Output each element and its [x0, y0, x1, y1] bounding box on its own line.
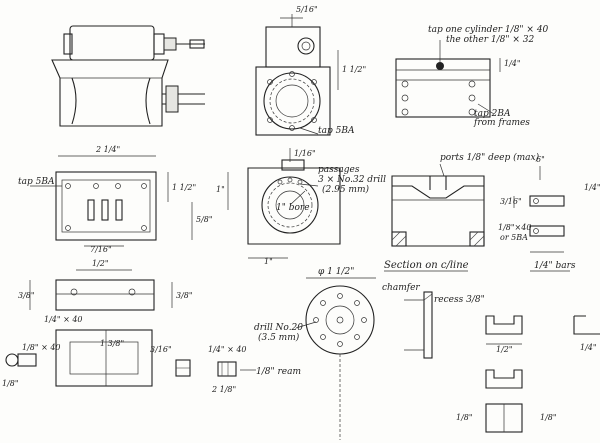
frame-view: 1 3/8" 3/16"	[55, 329, 172, 387]
dim-1-2-a: 1/2"	[92, 259, 109, 268]
dim-1-1-2-a: 1 1/2"	[342, 65, 366, 74]
tap-2ba-line1: tap 2BA	[474, 109, 511, 119]
cylinder-front-view: 5/16" 1 1/2" tap 5BA	[255, 5, 366, 136]
dim-1-4-bar: 1/4"	[584, 183, 600, 192]
dim-3-8-b: 3/8"	[176, 291, 193, 300]
assembly-side-view	[51, 25, 205, 127]
dim-5-16-top: 5/16"	[296, 5, 318, 14]
section-view: ports 1/8" deep (max) Section on c/line	[384, 152, 540, 272]
dim-3-8-a: 3/8"	[18, 291, 35, 300]
dim-2-1-4: 2 1/4"	[95, 145, 120, 154]
flange-disc-view: φ 1 1/2" drill No.20 (3.5 mm)	[254, 267, 376, 440]
dim-1-a: 1"	[216, 185, 225, 194]
drill-no20-line2: (3.5 mm)	[258, 332, 300, 343]
bar-details: 6" 3/16" 1/4" 1/8"×40 or 5BA 1/4" bars	[498, 155, 600, 272]
chamfer-recess-view: chamfer recess 3/8"	[382, 283, 485, 359]
bar-spec-1: 1/8"×40	[498, 223, 531, 232]
passages-line3: (2.95 mm)	[322, 184, 369, 195]
dim-1-4-a: 1/4"	[504, 59, 521, 68]
stacked-blocks: 1/2" 1/8" 1/8" 1/4"	[456, 315, 600, 433]
bore-label: 1" bore	[276, 203, 310, 213]
dim-6-bars: 6"	[536, 155, 545, 164]
cylinder-top-view: tap one cylinder 1/8" × 40 the other 1/8…	[395, 25, 549, 128]
dim-1-8-a: 1/8"	[2, 379, 19, 388]
recess-note: recess 3/8"	[434, 295, 485, 305]
dim-1-8-x-40: 1/8" × 40	[22, 343, 61, 352]
dim-1-b: 1"	[264, 257, 273, 266]
dim-3-16-b: 3/16"	[500, 197, 522, 206]
dim-1-1-2-b: 1 1/2"	[172, 183, 196, 192]
dim-1-16: 1/16"	[294, 149, 316, 158]
small-block-view: 1/2" 3/8" 3/8" 1/4" × 40	[18, 259, 193, 324]
ports-deep-note: ports 1/8" deep (max)	[440, 152, 540, 163]
dim-1-4-b: 1/4"	[580, 343, 597, 352]
tap-2ba-line2: from frames	[473, 118, 530, 128]
tap-2ba-note: tap 2BA from frames	[473, 109, 530, 128]
block-plan-view: 2 1/4" tap 5BA 1 1/2" 5/8" 7/16"	[18, 145, 213, 254]
passages-line1: passages	[318, 165, 360, 175]
ream-note: 1/8" ream	[256, 367, 301, 377]
tap-5ba-top-note: tap 5BA	[318, 126, 355, 136]
dim-1-3-8: 1 3/8"	[100, 339, 124, 348]
the-other-note: the other 1/8" × 32	[446, 35, 535, 45]
dim-7-16: 7/16"	[90, 245, 112, 254]
bars-label: 1/4" bars	[534, 261, 576, 271]
chamfer-note: chamfer	[382, 283, 420, 293]
drill-no20-line1: drill No.20	[254, 323, 303, 333]
section-caption: Section on c/line	[384, 260, 469, 271]
tap-5ba-left-note: tap 5BA	[18, 177, 55, 187]
cylinder-end-view: 1" bore 1/16" 1" 1"	[216, 148, 341, 266]
dim-3-16: 3/16"	[150, 345, 172, 354]
pin-parts: 1/8" × 40 1/8" 1/4" × 40 2 1/8" 1/8" rea…	[2, 343, 301, 394]
tap-one-cylinder-note: tap one cylinder 1/8" × 40	[428, 25, 549, 35]
bar-spec-2: or 5BA	[500, 233, 528, 242]
dim-5-8: 5/8"	[196, 215, 213, 224]
dim-1-8-b: 1/8"	[456, 413, 473, 422]
dim-1-2-b: 1/2"	[496, 345, 513, 354]
dim-2-1-8: 2 1/8"	[211, 385, 236, 394]
passages-line2: 3 × No.32 drill	[318, 175, 386, 185]
passages-note: passages 3 × No.32 drill (2.95 mm)	[299, 165, 386, 195]
dim-1-8-c: 1/8"	[540, 413, 557, 422]
dim-1-4-x-40-b: 1/4" × 40	[208, 345, 247, 354]
dia-label: φ 1 1/2"	[318, 267, 354, 277]
dim-1-4-x-40: 1/4" × 40	[44, 315, 83, 324]
